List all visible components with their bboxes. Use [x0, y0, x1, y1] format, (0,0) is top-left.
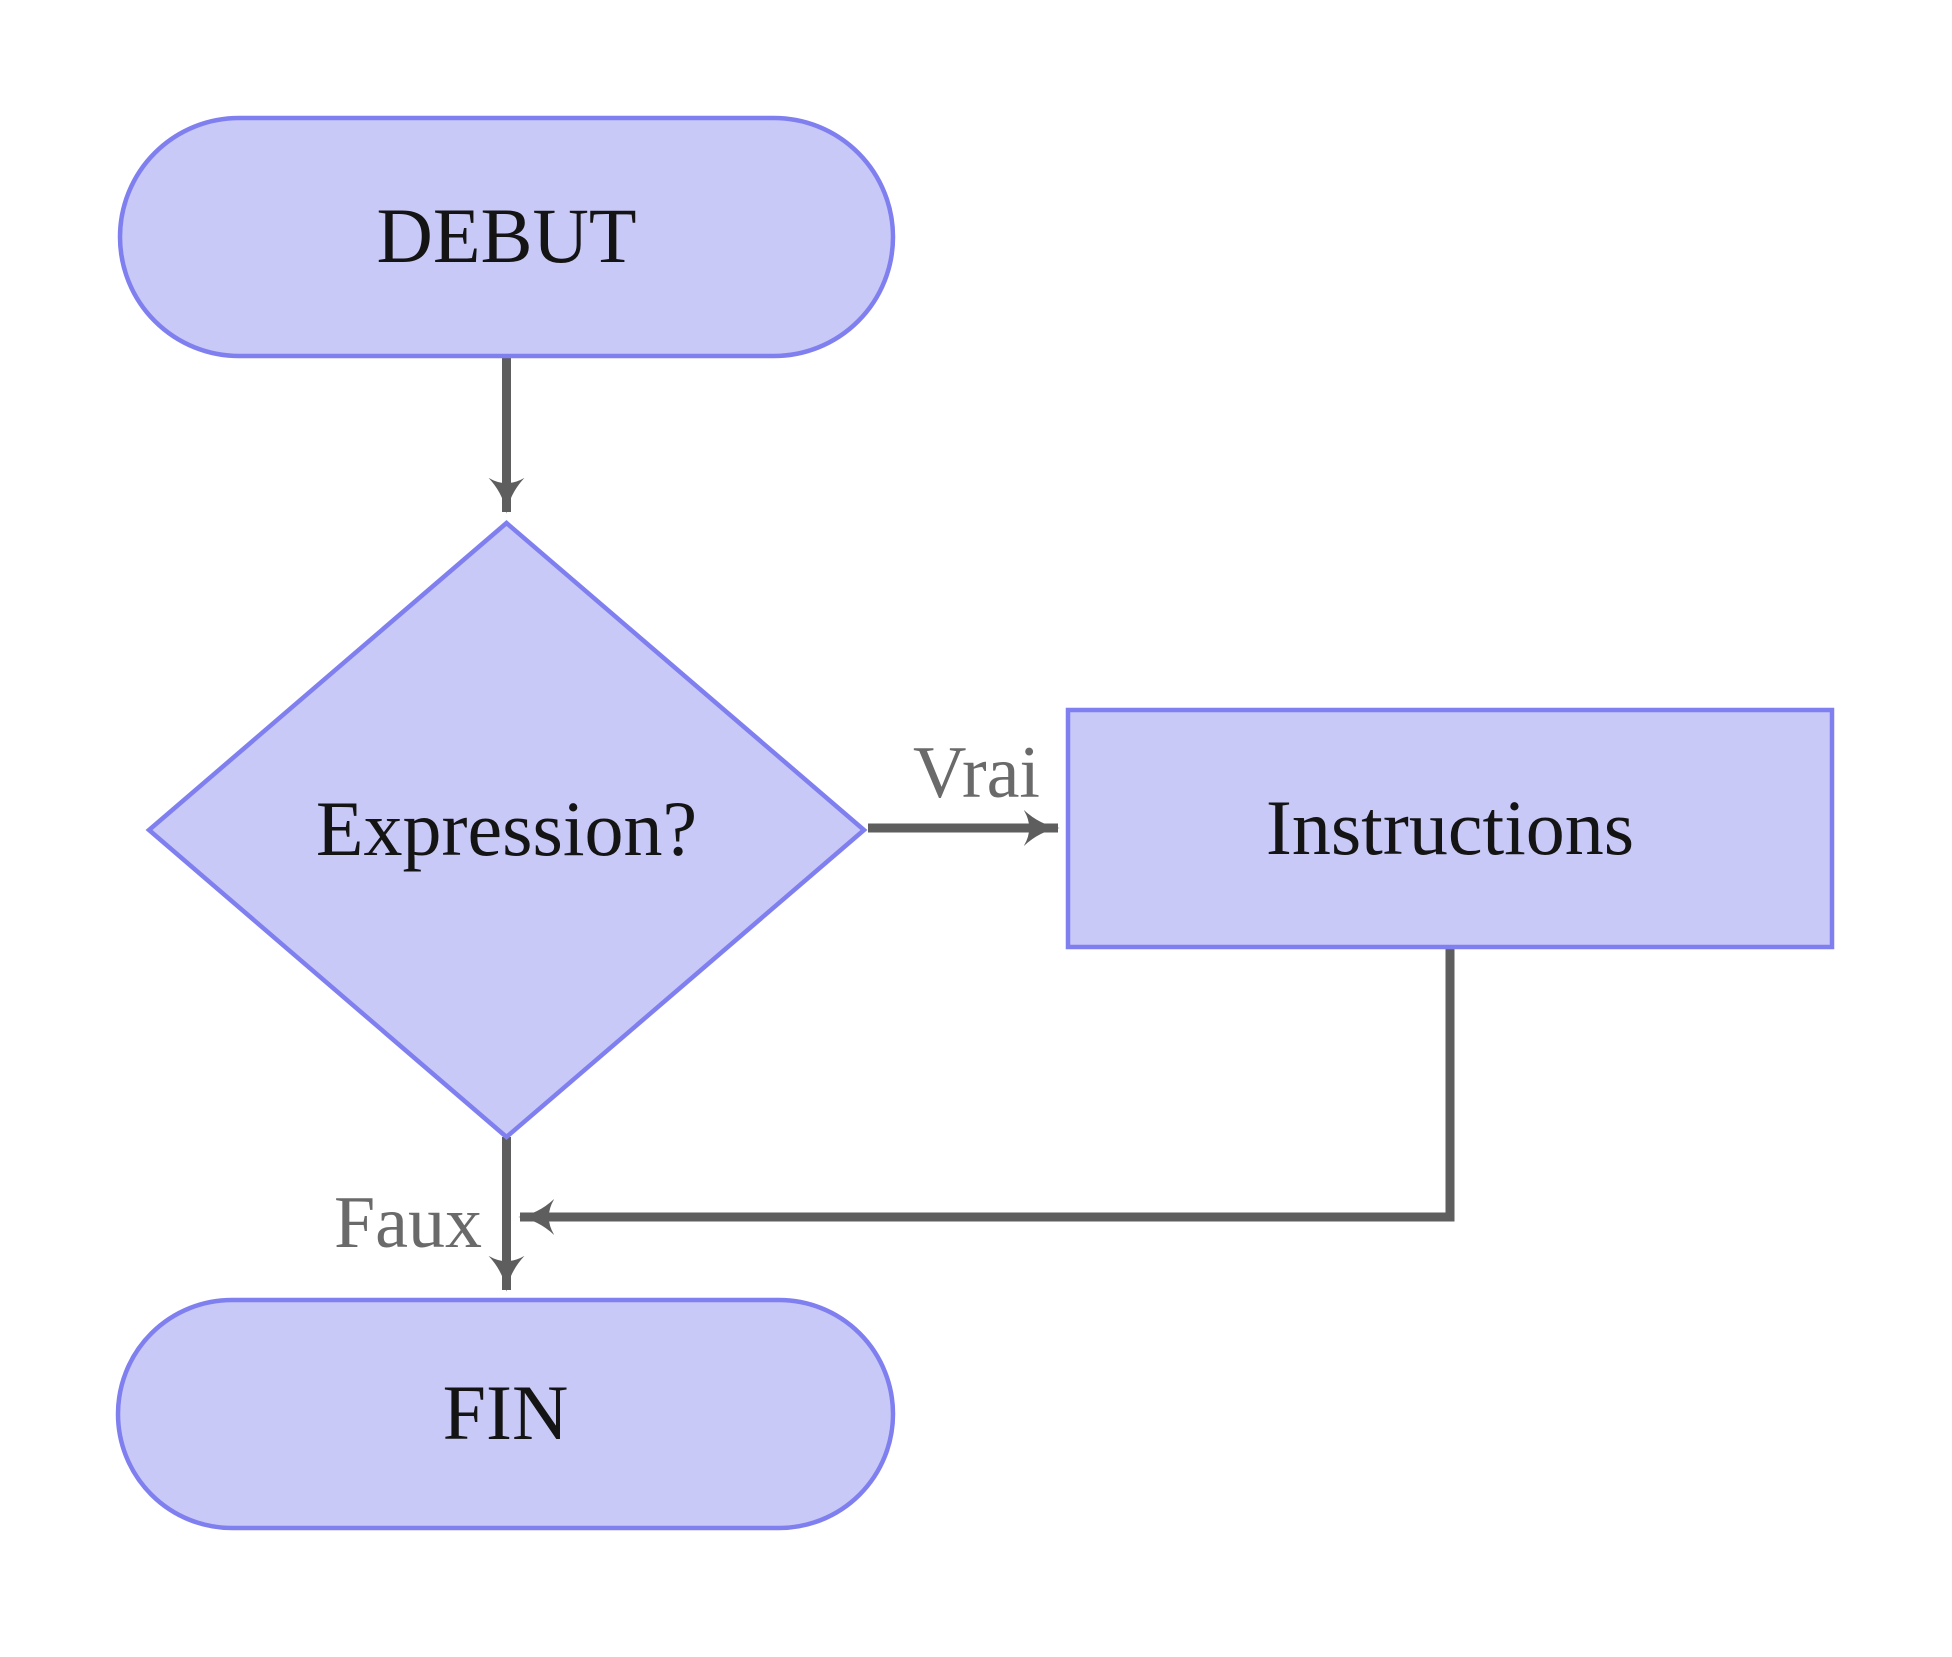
- process-node: [1065, 707, 1835, 950]
- start-node: [117, 115, 896, 359]
- connector-process-to-junction: [518, 947, 1455, 1235]
- true-branch-label: Vrai: [913, 732, 1040, 814]
- false-branch-label: Faux: [334, 1182, 482, 1264]
- end-node-label: FIN: [443, 1369, 569, 1456]
- decision-node: [145, 520, 868, 1140]
- end-node: [115, 1297, 896, 1531]
- decision-node-label: Expression?: [316, 785, 697, 872]
- start-node-label: DEBUT: [377, 192, 637, 279]
- process-node-label: Instructions: [1266, 784, 1634, 871]
